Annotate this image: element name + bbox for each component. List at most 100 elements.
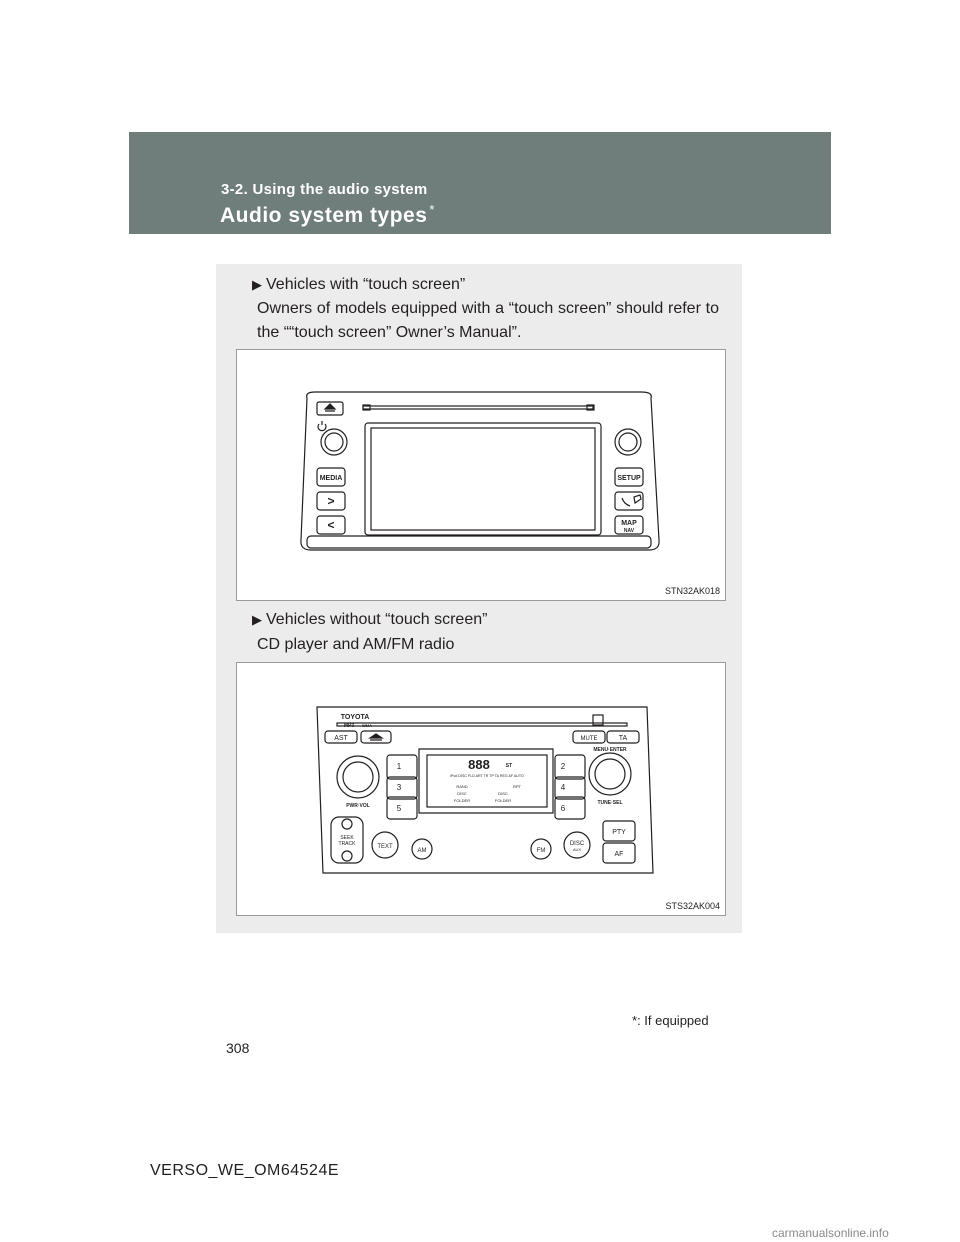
- footnote: *: If equipped: [632, 1013, 709, 1028]
- disc-aux-button: [563, 831, 591, 859]
- media-button: [316, 467, 346, 487]
- cd-unit-bezel: [316, 706, 654, 874]
- pwr-vol-label: PWR·VOL: [346, 803, 370, 809]
- cd-eject-icon: [368, 733, 384, 741]
- power-volume-knob-inner: [324, 432, 344, 452]
- phone-icon: [621, 494, 642, 507]
- tune-sel-knob: [588, 752, 632, 796]
- pty-button: [602, 820, 636, 842]
- cd-disc-slot: [336, 722, 628, 727]
- mute-button: [572, 730, 606, 744]
- ta-label: TA: [619, 735, 628, 742]
- figure-code: STS32AK004: [665, 901, 720, 911]
- document-id: VERSO_WE_OM64524E: [150, 1162, 340, 1179]
- mute-label: MUTE: [581, 736, 598, 742]
- phone-button: [614, 491, 644, 511]
- lcd-st: ST: [506, 763, 512, 769]
- touch-screen-unit-illustration: MEDIA > < SETUP MAP NAV: [300, 391, 660, 551]
- pty-label: PTY: [612, 829, 626, 836]
- tune-knob-inner: [618, 432, 638, 452]
- lcd-disc-left: DISC: [457, 791, 467, 796]
- power-volume-knob: [320, 428, 348, 456]
- eject-button: [316, 401, 344, 416]
- cd-logo-icon: [592, 714, 604, 726]
- menu-enter-label: MENU·ENTER: [593, 747, 627, 753]
- preset-button-4: [554, 776, 586, 800]
- item-cd-player: ▶Vehicles without “touch screen”: [252, 611, 487, 629]
- footnote-text: : If equipped: [637, 1013, 709, 1028]
- page-title: Audio system types*: [220, 202, 435, 228]
- af-button: [602, 842, 636, 864]
- map-label: MAP: [621, 520, 637, 527]
- seek-down-button: [341, 850, 353, 862]
- triangle-bullet-icon: ▶: [252, 612, 262, 627]
- preset-label-4: 4: [561, 783, 566, 792]
- nav-label: NAV: [624, 528, 635, 534]
- preset-button-5: [386, 796, 418, 820]
- item-description: Owners of models equipped with a “touch …: [257, 300, 719, 341]
- seek-label: SEEK: [340, 835, 354, 841]
- ast-button: [324, 730, 358, 744]
- item-description: CD player and AM/FM radio: [257, 636, 455, 653]
- figure-touch-screen-unit: MEDIA > < SETUP MAP NAV STN32AK018: [236, 349, 726, 601]
- preset-button-1: [386, 754, 418, 780]
- lcd-disc-right: DISC: [498, 791, 508, 796]
- cd-eject-button: [360, 730, 392, 744]
- disc-slot: [362, 405, 594, 410]
- footnote-mark: *: [632, 1013, 638, 1028]
- setup-button: [614, 467, 644, 487]
- preset-label-3: 3: [397, 783, 402, 792]
- figure-code: STN32AK018: [664, 586, 720, 596]
- track-label: TRACK: [339, 841, 357, 847]
- seek-up-button: [341, 818, 353, 830]
- preset-button-6: [554, 796, 586, 820]
- wma-label: WMA: [362, 723, 372, 728]
- touch-screen-frame: [364, 422, 602, 536]
- brand-label: TOYOTA: [341, 714, 370, 721]
- disc-label: DISC: [570, 841, 585, 847]
- tune-sel-label: TUNE·SEL: [598, 800, 623, 806]
- content-panel: ▶ Vehicles with “touch screen” Owners of …: [216, 264, 742, 933]
- setup-label: SETUP: [617, 475, 641, 482]
- aux-label: AUX: [573, 847, 582, 852]
- prev-icon: <: [327, 518, 334, 532]
- slot-indicator-left: [362, 404, 371, 411]
- tune-sel-knob-inner: [594, 758, 626, 790]
- page-title-text: Audio system types: [220, 204, 428, 227]
- unit-bottom-trim: [306, 535, 652, 549]
- fm-button: [530, 838, 552, 860]
- fm-label: FM: [537, 848, 546, 854]
- map-nav-button: [614, 515, 644, 535]
- page-number: 308: [226, 1040, 250, 1056]
- mp3-label: MP3: [344, 723, 355, 729]
- am-label: AM: [418, 848, 427, 854]
- tune-knob: [614, 428, 642, 456]
- triangle-bullet-icon: ▶: [252, 277, 262, 292]
- af-label: AF: [615, 851, 624, 858]
- lcd-rand: RAND: [456, 784, 467, 789]
- slot-indicator-right: [586, 404, 595, 411]
- next-button: [316, 491, 346, 511]
- figure-cd-player-unit: TOYOTA MP3 WMA AST MUTE TA MENU·ENTER PW…: [236, 662, 726, 916]
- preset-button-3: [386, 776, 418, 800]
- preset-label-2: 2: [561, 762, 566, 771]
- item-label: Vehicles with “touch screen”: [266, 276, 466, 293]
- lcd-folder-right: FOLDER: [495, 798, 511, 803]
- lcd-folder-left: FOLDER: [454, 798, 470, 803]
- section-label: 3-2. Using the audio system: [221, 181, 428, 198]
- pwr-vol-knob-inner: [342, 761, 374, 793]
- preset-label-1: 1: [397, 762, 402, 771]
- lcd-rpt: RPT: [513, 784, 522, 789]
- text-label: TEXT: [377, 844, 393, 850]
- unit-bezel: [300, 391, 660, 551]
- next-icon: >: [327, 494, 334, 508]
- touch-screen-display: [370, 427, 596, 531]
- prev-button: [316, 515, 346, 535]
- lcd-digits: 888: [468, 757, 490, 772]
- seek-track-rocker: [330, 816, 364, 864]
- lcd-indicators: iPod DISC FLD ART TR TP TA REG AF AUTO: [450, 774, 524, 778]
- equipped-mark: *: [429, 202, 435, 217]
- power-icon: [317, 421, 327, 432]
- lcd-display: [426, 754, 548, 808]
- preset-label-5: 5: [397, 804, 402, 813]
